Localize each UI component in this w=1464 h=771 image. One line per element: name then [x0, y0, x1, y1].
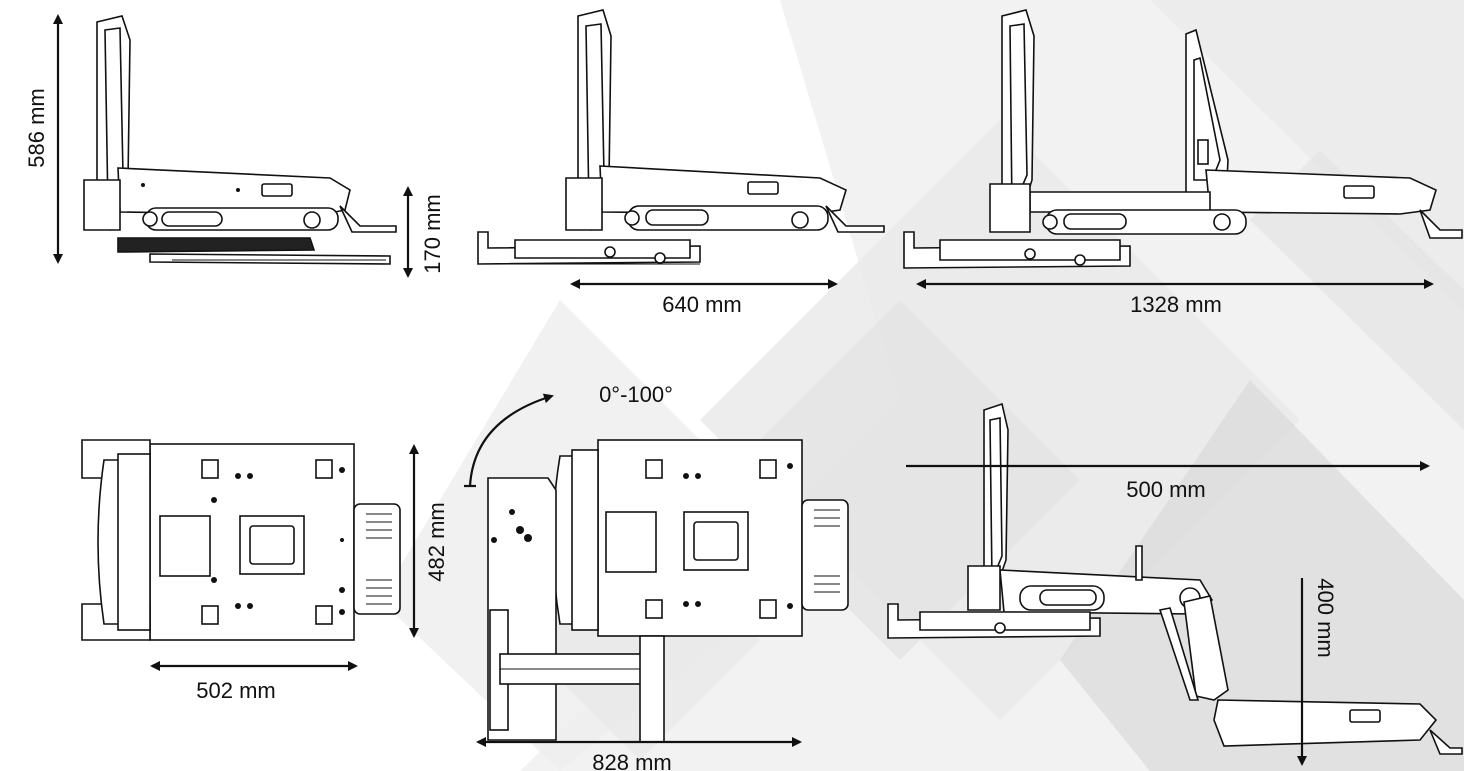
side-view-slid	[477, 9, 885, 265]
top-view	[81, 439, 401, 641]
dim-label-400: 400 mm	[1313, 578, 1338, 657]
side-view-stowed	[83, 15, 397, 265]
dim-label-640: 640 mm	[662, 292, 741, 317]
dim-label-828: 828 mm	[592, 750, 671, 771]
dim-label-482: 482 mm	[424, 502, 449, 581]
side-view-extended	[903, 9, 1463, 269]
dim-label-1328: 1328 mm	[1130, 292, 1222, 317]
top-view-rotated	[487, 439, 849, 743]
dim-label-586: 586 mm	[24, 88, 49, 167]
dim-label-502: 502 mm	[196, 678, 275, 703]
rotation-label: 0°-100°	[599, 382, 673, 407]
dim-label-170: 170 mm	[420, 194, 445, 273]
rotation-arc-arrow	[468, 393, 554, 487]
side-view-lowered	[887, 402, 1463, 755]
dim-label-500: 500 mm	[1126, 477, 1205, 502]
